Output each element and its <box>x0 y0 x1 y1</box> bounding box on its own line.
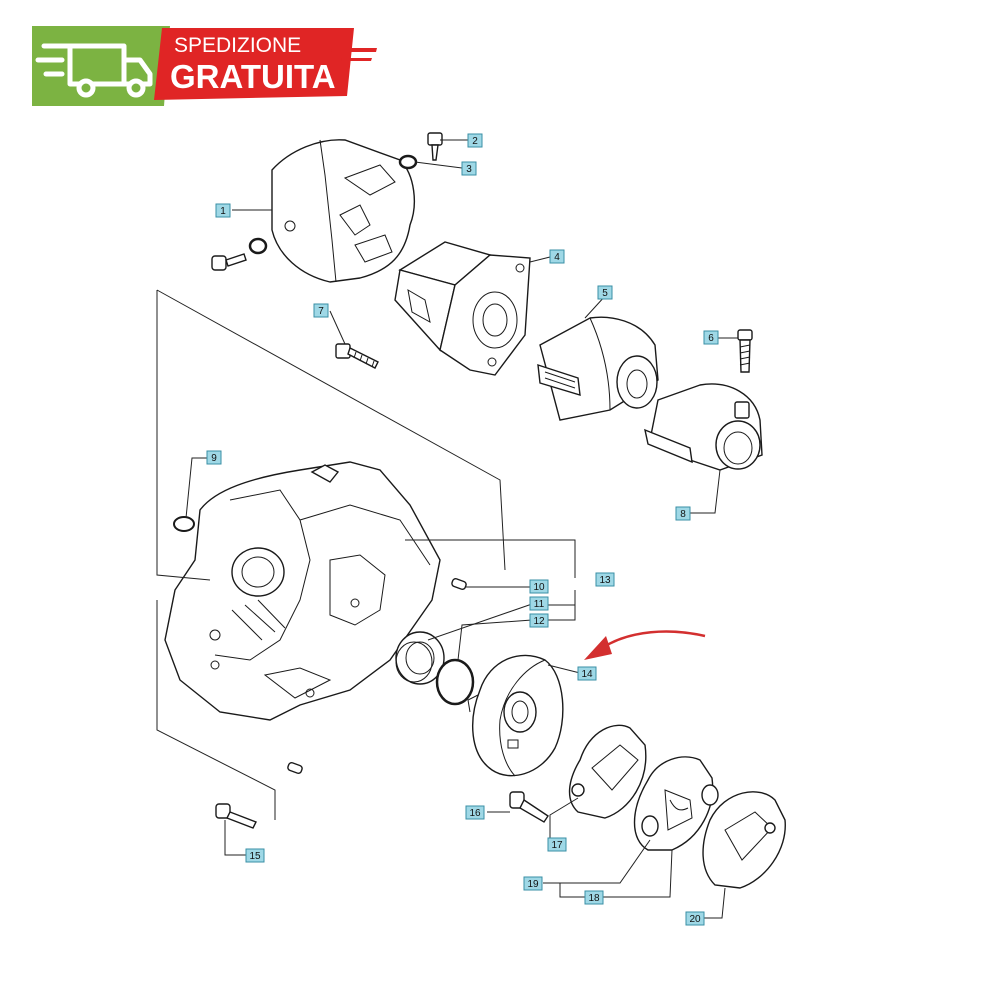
callout-2[interactable]: 2 <box>467 133 483 148</box>
svg-text:16: 16 <box>469 808 481 819</box>
part-3-oring <box>398 154 418 170</box>
part-4-flange-tube <box>394 241 531 376</box>
svg-text:7: 7 <box>318 306 324 317</box>
svg-text:17: 17 <box>551 840 563 851</box>
callout-4[interactable]: 4 <box>549 249 565 264</box>
svg-text:3: 3 <box>466 164 472 175</box>
callout-17[interactable]: 17 <box>547 837 567 852</box>
svg-text:14: 14 <box>581 669 593 680</box>
svg-text:13: 13 <box>599 575 611 586</box>
svg-text:15: 15 <box>249 851 261 862</box>
part-16-bolt <box>509 791 549 823</box>
svg-text:19: 19 <box>527 879 539 890</box>
part-6-screw <box>737 329 753 373</box>
callout-9[interactable]: 9 <box>206 450 222 465</box>
svg-text:18: 18 <box>588 893 600 904</box>
red-highlight-arrow <box>584 630 706 660</box>
badge-green-panel <box>32 26 170 106</box>
part-17-plate <box>568 724 647 819</box>
part-10-pin <box>451 577 467 591</box>
part-11-bearing <box>395 631 445 685</box>
delivery-truck-icon <box>35 43 153 98</box>
callout-6[interactable]: 6 <box>703 330 719 345</box>
crankcase-housing <box>164 461 441 721</box>
part-1-cover-housing <box>271 139 415 283</box>
part-2-screw <box>427 132 443 161</box>
callout-15[interactable]: 15 <box>245 848 265 863</box>
free-shipping-badge: SPEDIZIONE GRATUITA <box>32 26 377 106</box>
svg-text:6: 6 <box>708 333 714 344</box>
part-15-bolt <box>215 803 257 829</box>
part-oring-left <box>211 237 268 271</box>
callout-12[interactable]: 12 <box>529 613 549 628</box>
svg-text:8: 8 <box>680 509 686 520</box>
callout-10[interactable]: 10 <box>529 579 549 594</box>
svg-text:11: 11 <box>534 599 545 610</box>
callout-14[interactable]: 14 <box>577 666 597 681</box>
badge-accent-dash <box>341 58 372 61</box>
svg-text:9: 9 <box>211 453 217 464</box>
crankcase-dowel-pin <box>287 761 303 775</box>
callout-3[interactable]: 3 <box>461 161 477 176</box>
part-7-bolt <box>335 343 379 369</box>
callout-7[interactable]: 7 <box>313 303 329 318</box>
svg-text:12: 12 <box>533 616 545 627</box>
callout-19[interactable]: 19 <box>523 876 543 891</box>
part-14-clutch-drum <box>467 654 564 777</box>
callout-1[interactable]: 1 <box>215 203 231 218</box>
part-18-clutch-shoes <box>633 756 719 851</box>
callout-11[interactable]: 11 <box>529 596 549 611</box>
part-12-seal-ring <box>435 658 475 706</box>
svg-text:1: 1 <box>220 206 226 217</box>
badge-line-1: SPEDIZIONE <box>174 34 301 57</box>
callout-13[interactable]: 13 <box>595 572 615 587</box>
badge-red-panel <box>154 28 354 100</box>
part-5-cylinder <box>537 316 659 421</box>
leader-lines <box>185 139 738 919</box>
callout-5[interactable]: 5 <box>597 285 613 300</box>
part-9-clip <box>173 516 195 532</box>
part-20-washer-plate <box>702 791 786 889</box>
svg-text:10: 10 <box>533 582 545 593</box>
callout-labels: 1 2 3 4 5 6 7 8 9 10 11 12 13 14 15 16 1… <box>206 133 719 926</box>
svg-text:5: 5 <box>602 288 608 299</box>
svg-text:4: 4 <box>554 252 560 263</box>
svg-text:20: 20 <box>689 914 701 925</box>
callout-18[interactable]: 18 <box>584 890 604 905</box>
badge-line-2: GRATUITA <box>170 58 336 95</box>
part-8-clamp <box>644 383 763 471</box>
callout-16[interactable]: 16 <box>465 805 485 820</box>
svg-text:2: 2 <box>472 136 478 147</box>
callout-8[interactable]: 8 <box>675 506 691 521</box>
callout-20[interactable]: 20 <box>685 911 705 926</box>
badge-accent-dash <box>331 48 377 52</box>
